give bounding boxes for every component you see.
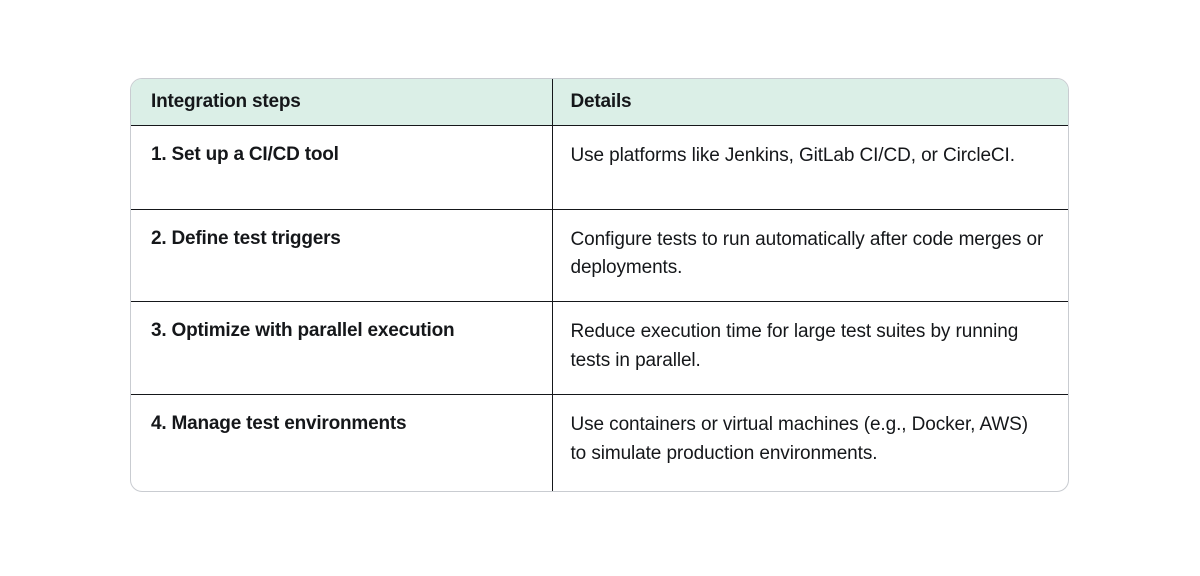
table-row: 1. Set up a CI/CD tool Use platforms lik… — [131, 125, 1068, 210]
table-header: Integration steps Details — [131, 79, 1068, 126]
table: Integration steps Details 1. Set up a CI… — [131, 79, 1068, 491]
cell-detail-2: Configure tests to run automatically aft… — [551, 209, 1068, 303]
cell-step-2: 2. Define test triggers — [131, 209, 552, 303]
cell-detail-1: Use platforms like Jenkins, GitLab CI/CD… — [551, 125, 1068, 210]
table-row: 4. Manage test environments Use containe… — [131, 394, 1068, 491]
cell-step-1: 1. Set up a CI/CD tool — [131, 125, 552, 210]
table-body: 1. Set up a CI/CD tool Use platforms lik… — [131, 125, 1068, 491]
table-row: 3. Optimize with parallel execution Redu… — [131, 301, 1068, 395]
cell-detail-3: Reduce execution time for large test sui… — [551, 301, 1068, 395]
column-header-integration-steps: Integration steps — [131, 79, 552, 126]
table-row: 2. Define test triggers Configure tests … — [131, 209, 1068, 303]
table-header-row: Integration steps Details — [131, 79, 1068, 126]
integration-steps-table: Integration steps Details 1. Set up a CI… — [130, 78, 1069, 492]
column-header-details: Details — [551, 79, 1068, 126]
cell-step-4: 4. Manage test environments — [151, 413, 407, 434]
cell-detail-4: Use containers or virtual machines (e.g.… — [551, 394, 1068, 491]
cell-step-3: 3. Optimize with parallel execution — [131, 301, 552, 395]
